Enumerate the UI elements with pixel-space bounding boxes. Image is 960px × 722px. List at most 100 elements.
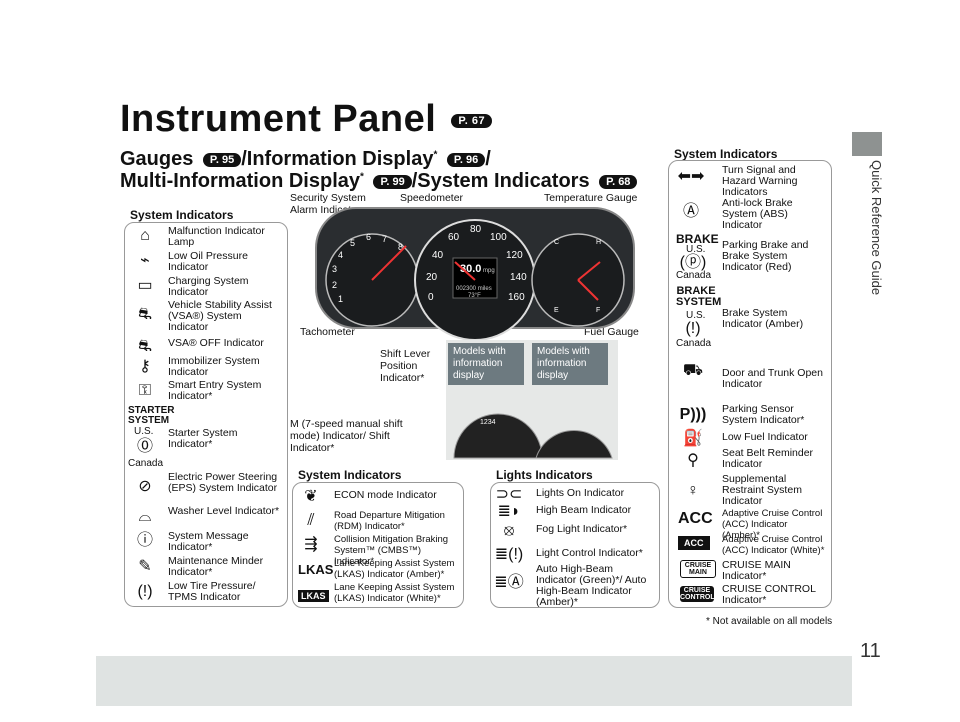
right-indicator-panel (668, 160, 832, 608)
speed-tick: 120 (506, 250, 523, 261)
left-item-label: Washer Level Indicator* (168, 505, 280, 517)
fog-light-icon: ⦻ (503, 522, 515, 539)
left-item-label: System Message Indicator* (168, 530, 249, 553)
lights-heading: Lights Indicators (496, 468, 593, 482)
tpms-icon: (!) (137, 583, 153, 600)
temp-readout: 73°F (468, 293, 481, 299)
mpg-unit: mpg (483, 268, 495, 274)
right-item-label: Low Fuel Indicator (722, 431, 808, 443)
right-item-label: Parking Sensor System Indicator* (722, 403, 805, 426)
left-heading: System Indicators (130, 208, 234, 222)
lights-item-label: High Beam Indicator (536, 504, 632, 516)
tach-tick: 4 (338, 250, 343, 260)
gauges-ref-link[interactable]: P. 95 (202, 152, 242, 167)
subtitle-line-1: Gauges P. 95/Information Display* P. 96/ (120, 148, 491, 170)
lkas-white-icon: LKAS (298, 586, 329, 604)
speed-tick: 80 (470, 224, 482, 235)
parking-sensor-icon: P))) (679, 406, 707, 423)
us-label: U.S. (134, 426, 154, 437)
svg-text:C: C (554, 239, 559, 246)
speed-tick: 160 (508, 292, 525, 303)
callout-speedometer: Speedometer (400, 192, 464, 204)
lights-item-label: Light Control Indicator* (536, 547, 643, 559)
turn-signal-icon: ⬅➡ (677, 168, 705, 185)
cmbs-icon: ⇶ (304, 536, 318, 553)
brake-system-text-icon: BRAKE SYSTEM (676, 285, 722, 308)
brake-system-icon: (!) (685, 320, 701, 337)
cruise-main-icon: CRUISE MAIN (680, 560, 716, 578)
page-ref-link[interactable]: P. 67 (451, 113, 493, 128)
left-item-label: Starter System Indicator* (168, 427, 238, 450)
svg-text:H: H (596, 239, 601, 246)
bottom-band (96, 656, 852, 706)
callout-tachometer: Tachometer (300, 326, 355, 338)
lights-on-icon: ⊃⊂ (495, 486, 523, 503)
left-item-label: Maintenance Minder Indicator* (168, 555, 264, 578)
wrench-icon: ✎ (138, 558, 152, 575)
eco-icon: ❦ (304, 488, 318, 505)
engine-icon: ⌂ (140, 227, 150, 244)
right-heading: System Indicators (674, 147, 778, 161)
lights-panel (490, 482, 660, 608)
tach-tick: 8 (398, 242, 403, 252)
bottom-system-heading: System Indicators (298, 468, 402, 482)
right-item-label: Parking Brake and Brake System Indicator… (722, 239, 809, 273)
left-item-label: Vehicle Stability Assist (VSA®) System I… (168, 299, 272, 333)
callout-temperature: Temperature Gauge (544, 192, 638, 204)
immobilizer-icon: ⚷ (139, 358, 151, 375)
us-label: U.S. (686, 244, 706, 255)
page-title: Instrument Panel P. 67 (120, 98, 493, 141)
oil-icon: ⌁ (140, 252, 150, 269)
vsa-icon: ⛐ (138, 306, 152, 323)
tach-tick: 3 (332, 264, 337, 274)
parking-brake-icon: (ⓟ) (679, 254, 707, 271)
info-display-closeups: 1234 (453, 413, 613, 459)
callout-fuel: Fuel Gauge (584, 326, 639, 338)
gear-readout: 1234 (480, 419, 496, 426)
callout-shift-lever: Shift Lever Position Indicator* (380, 348, 431, 384)
eps-icon: ⊘ (138, 478, 152, 495)
left-item-label: Low Oil Pressure Indicator (168, 250, 248, 273)
left-item-label: Electric Power Steering (EPS) System Ind… (168, 471, 278, 494)
smart-entry-icon: ⚿ (138, 382, 152, 399)
svg-text:E: E (554, 307, 559, 314)
cruise-control-icon: CRUISE CONTROL (680, 586, 715, 602)
bottom-item-label: Road Departure Mitigation (RDM) Indicato… (334, 510, 445, 532)
mid-ref-link[interactable]: P. 99 (373, 174, 412, 189)
low-fuel-icon: ⛽ (683, 430, 703, 447)
brake-text-icon: BRAKE (676, 232, 719, 246)
acc-amber-icon: ACC (678, 510, 713, 527)
srs-icon: ♀ (687, 482, 699, 499)
us-label: U.S. (686, 310, 706, 321)
light-control-icon: ≣(!) (494, 546, 524, 563)
bottom-system-panel (292, 482, 464, 608)
canada-label: Canada (128, 458, 164, 469)
callout-security: Security System Alarm Indicator (290, 192, 366, 216)
bottom-item-label: Lane Keeping Assist System (LKAS) Indica… (334, 558, 455, 580)
bottom-item-label: ECON mode Indicator (334, 489, 437, 501)
lkas-amber-icon: LKAS (298, 562, 334, 577)
right-item-label: Supplemental Restraint System Indicator (722, 473, 802, 507)
lights-item-label: Lights On Indicator (536, 487, 625, 499)
subtitle-line-2: Multi-Information Display* P. 99/System … (120, 170, 638, 193)
door-trunk-icon: ⛟ (682, 362, 704, 379)
speed-tick: 20 (426, 272, 438, 283)
info-display-ref-link[interactable]: P. 96 (446, 152, 486, 167)
callout-m-indicator: M (7-speed manual shift mode) Indicator/… (290, 418, 403, 454)
high-beam-icon: ≣◗ (497, 503, 521, 520)
instrument-cluster: 1 2 3 4 5 6 7 8 0 20 40 60 80 100 120 14… (315, 207, 635, 341)
speed-tick: 0 (428, 292, 434, 303)
tach-tick: 1 (338, 294, 343, 304)
system-indicators-ref-link[interactable]: P. 68 (599, 174, 638, 189)
left-item-label: VSA® OFF Indicator (168, 337, 264, 349)
canada-label: Canada (676, 270, 712, 281)
canada-label: Canada (676, 338, 712, 349)
bottom-item-label: Lane Keeping Assist System (LKAS) Indica… (334, 582, 455, 604)
message-icon: ⓘ (136, 532, 153, 549)
acc-white-icon: ACC (678, 536, 710, 550)
vsa-off-icon: ⛐ (138, 338, 152, 355)
speed-tick: 60 (448, 232, 460, 243)
bottom-item-label: Collision Mitigation Braking System™ (CM… (334, 534, 449, 567)
right-item-label: CRUISE CONTROL Indicator* (722, 583, 816, 606)
